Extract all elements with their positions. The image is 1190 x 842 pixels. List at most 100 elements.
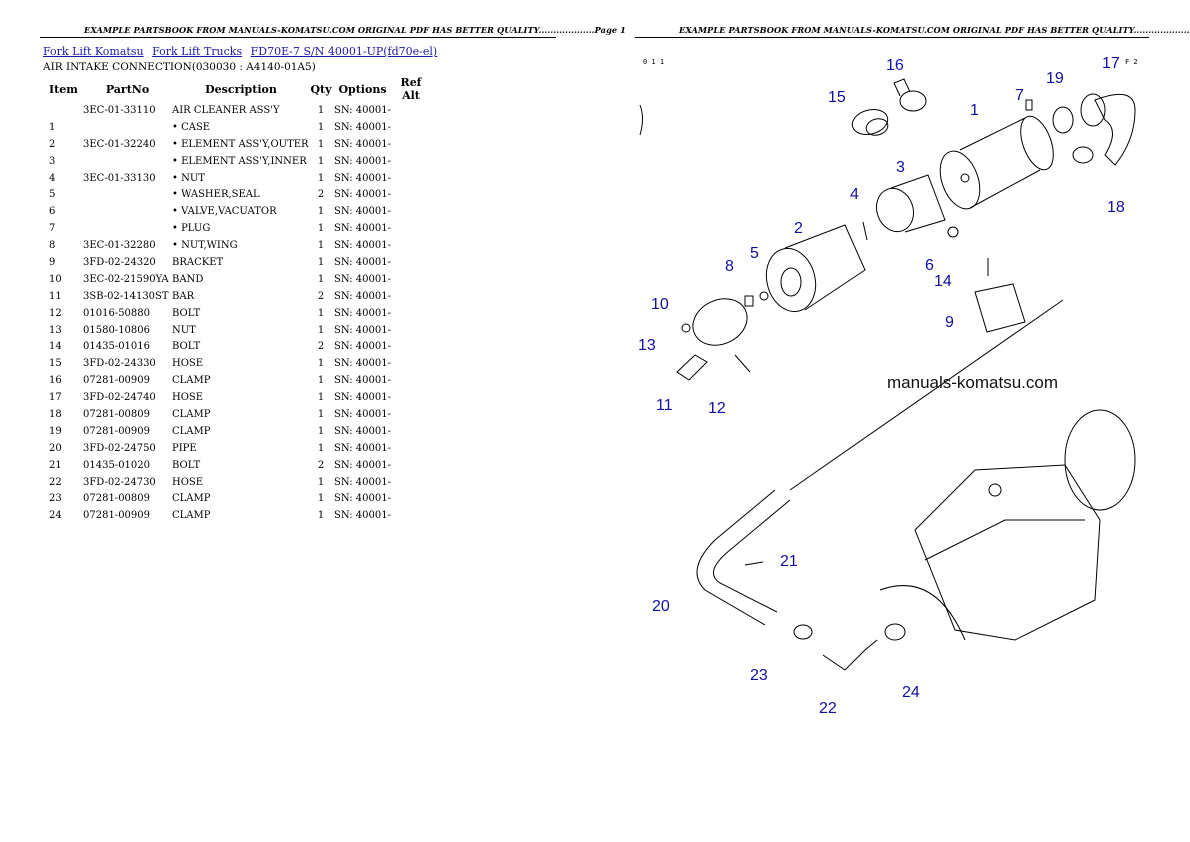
cell-description: CLAMP	[172, 493, 211, 505]
cell-item: 19	[49, 425, 62, 437]
cell-item: 15	[49, 358, 62, 370]
callout-12[interactable]: 12	[708, 400, 726, 417]
watermark-text: manuals-komatsu.com	[887, 373, 1058, 392]
cell-qty: 1	[317, 510, 325, 522]
cell-part-number	[83, 153, 172, 170]
callout-13[interactable]: 13	[638, 337, 656, 354]
callout-22[interactable]: 22	[819, 700, 837, 717]
callout-19[interactable]: 19	[1046, 70, 1064, 87]
callout-14[interactable]: 14	[934, 273, 952, 290]
diagram-corner-code-left: 0 1 1	[643, 58, 664, 66]
case-1-cap-shape	[1020, 115, 1054, 171]
cell-item: 3	[49, 155, 56, 167]
header-rule	[40, 37, 556, 38]
cell-options: SN: 40001-	[334, 476, 391, 488]
cell-item: 24	[49, 510, 62, 522]
callout-5[interactable]: 5	[750, 245, 759, 262]
cell-item: 12	[49, 307, 62, 319]
cell-item: 16	[49, 375, 62, 387]
callout-2[interactable]: 2	[794, 220, 803, 237]
callout-24[interactable]: 24	[902, 684, 920, 701]
cell-ref-alt	[391, 457, 431, 474]
cell-part-number: 3EC-01-33130	[83, 172, 156, 184]
cell-options: SN: 40001-	[334, 510, 391, 522]
cell-qty: 1	[317, 104, 325, 116]
header-rule	[635, 37, 1149, 38]
plug-7-shape	[1025, 99, 1033, 111]
callout-1[interactable]: 1	[970, 102, 979, 119]
cell-options: SN: 40001-	[334, 493, 391, 505]
cell-description: NUT	[172, 324, 196, 336]
callout-4[interactable]: 4	[850, 186, 859, 203]
cell-qty: 2	[317, 459, 325, 471]
callout-20[interactable]: 20	[652, 598, 670, 615]
cell-description: • VALVE,VACUATOR	[172, 206, 277, 218]
column-header-ref-alt: Ref Alt	[400, 76, 422, 102]
callout-9[interactable]: 9	[945, 314, 954, 331]
cell-description: AIR CLEANER ASS'Y	[172, 104, 280, 116]
cell-options: SN: 40001-	[334, 104, 391, 116]
callout-10[interactable]: 10	[651, 296, 669, 313]
valve-6-shape	[947, 226, 959, 238]
column-header-description: Description	[205, 82, 277, 96]
bar-11-shape	[676, 354, 708, 381]
cell-part-number: 07281-00909	[83, 425, 151, 437]
outer-element-2-center-shape	[780, 267, 802, 297]
cell-ref-alt	[391, 372, 431, 389]
breadcrumb-link-category[interactable]: Fork Lift Trucks	[152, 45, 243, 58]
cell-qty: 1	[317, 138, 325, 150]
callout-21[interactable]: 21	[780, 553, 798, 570]
cell-part-number	[83, 220, 172, 237]
cell-description: BAND	[172, 273, 204, 285]
inner-element-3-end-shape	[875, 187, 915, 233]
cell-item: 4	[49, 172, 56, 184]
callout-8[interactable]: 8	[725, 258, 734, 275]
cell-item: 1	[49, 121, 56, 133]
cell-description: BOLT	[172, 341, 201, 353]
breadcrumb-link-model[interactable]: FD70E-7 S/N 40001-UP(fd70e-el)	[250, 45, 438, 58]
cell-part-number: 01580-10806	[83, 324, 151, 336]
cell-ref-alt	[391, 170, 431, 187]
cell-description: CLAMP	[172, 408, 211, 420]
callout-16[interactable]: 16	[886, 57, 904, 74]
cell-part-number: 3FD-02-24750	[83, 442, 156, 454]
callout-15[interactable]: 15	[828, 89, 846, 106]
cell-ref-alt	[391, 203, 431, 220]
callout-11[interactable]: 11	[656, 397, 673, 414]
bolt-21-shape	[744, 561, 764, 566]
callout-7[interactable]: 7	[1015, 87, 1024, 104]
cell-description: BOLT	[172, 307, 201, 319]
callout-6[interactable]: 6	[925, 257, 934, 274]
cell-ref-alt	[391, 406, 431, 423]
cell-options: SN: 40001-	[334, 138, 391, 150]
cell-description: CLAMP	[172, 375, 211, 387]
cell-item: 13	[49, 324, 62, 336]
callout-23[interactable]: 23	[750, 667, 768, 684]
cell-qty: 1	[317, 206, 325, 218]
callout-3[interactable]: 3	[896, 159, 905, 176]
page-header: EXAMPLE PARTSBOOK FROM MANUALS-KOMATSU.C…	[84, 25, 626, 35]
column-header-options: Options	[338, 82, 387, 96]
case-1-center-shape	[960, 173, 970, 183]
cell-ref-alt	[391, 389, 431, 406]
cell-part-number: 3SB-02-14130ST	[83, 290, 169, 302]
breadcrumb-link-brand[interactable]: Fork Lift Komatsu	[43, 45, 144, 58]
engine-fan-shape	[1064, 409, 1136, 511]
cell-ref-alt	[391, 338, 431, 355]
page-1: EXAMPLE PARTSBOOK FROM MANUALS-KOMATSU.C…	[40, 25, 626, 522]
nut-13-shape	[681, 323, 691, 333]
callout-18[interactable]: 18	[1107, 199, 1125, 216]
cell-options: SN: 40001-	[334, 256, 391, 268]
cell-ref-alt	[391, 237, 431, 254]
callout-17[interactable]: 17	[1102, 55, 1120, 72]
cell-qty: 1	[317, 307, 325, 319]
hose-22-shape	[822, 639, 878, 671]
